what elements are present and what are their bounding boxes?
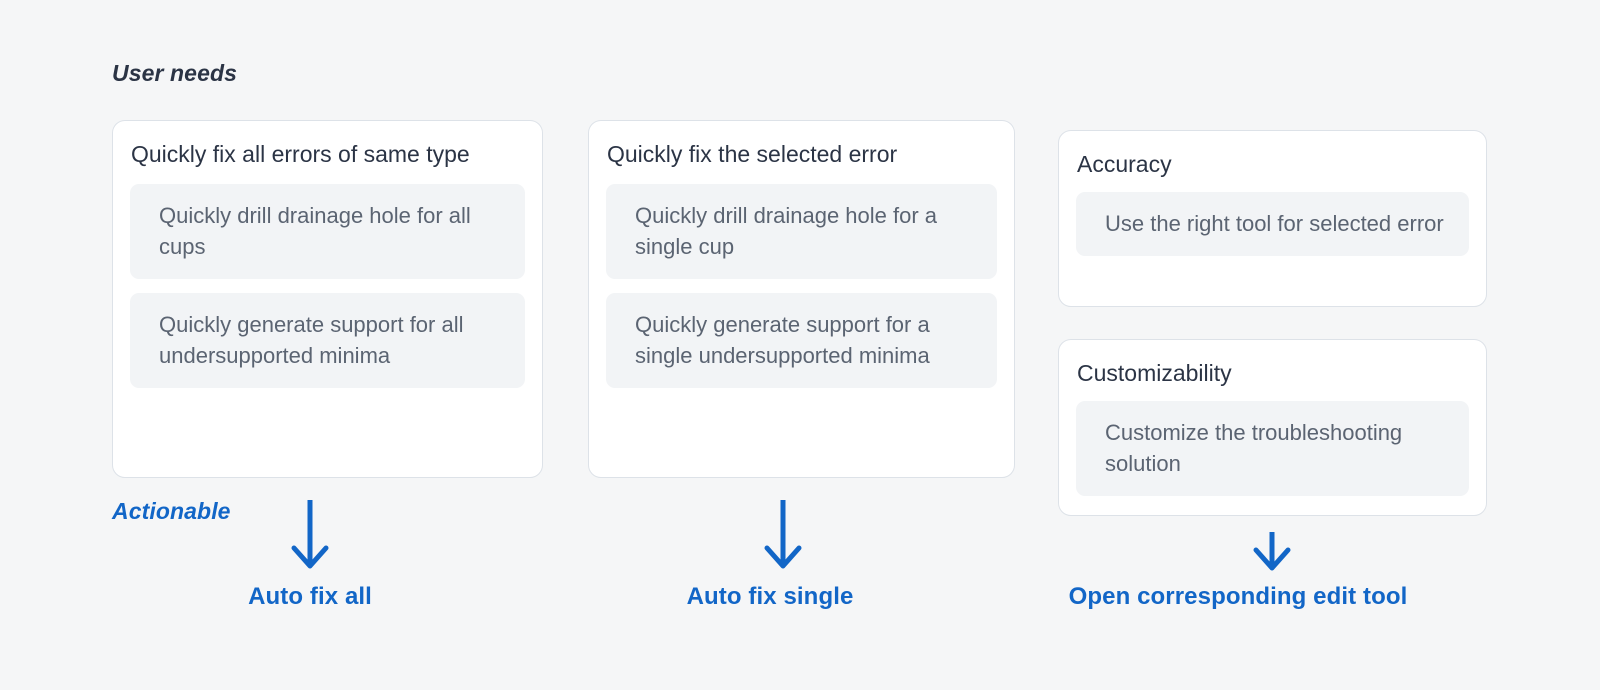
need-item[interactable]: Use the right tool for selected error — [1076, 192, 1469, 256]
row-label-user-needs: User needs — [112, 60, 238, 86]
card-customizability[interactable]: Customizability Customize the troublesho… — [1058, 339, 1487, 516]
row-label-actionable: Actionable — [112, 498, 231, 524]
card-title: Quickly fix all errors of same type — [131, 141, 470, 167]
need-item[interactable]: Quickly drill drainage hole for a single… — [606, 184, 997, 279]
need-item[interactable]: Customize the troubleshooting solution — [1076, 401, 1469, 496]
card-title: Customizability — [1077, 360, 1232, 386]
card-fix-all[interactable]: Quickly fix all errors of same type Quic… — [112, 120, 543, 478]
card-accuracy[interactable]: Accuracy Use the right tool for selected… — [1058, 130, 1487, 307]
card-title: Quickly fix the selected error — [607, 141, 898, 167]
need-item[interactable]: Quickly generate support for all undersu… — [130, 293, 525, 388]
card-fix-selected[interactable]: Quickly fix the selected error Quickly d… — [588, 120, 1015, 478]
arrow-down-icon — [764, 500, 802, 569]
arrow-down-icon — [291, 500, 329, 569]
outcome-label-auto-fix-single[interactable]: Auto fix single — [686, 583, 854, 610]
card-title: Accuracy — [1077, 151, 1172, 177]
need-item[interactable]: Quickly generate support for a single un… — [606, 293, 997, 388]
outcome-label-auto-fix-all[interactable]: Auto fix all — [248, 583, 372, 610]
need-item[interactable]: Quickly drill drainage hole for all cups — [130, 184, 525, 279]
outcome-label-open-edit-tool[interactable]: Open corresponding edit tool — [1068, 583, 1408, 610]
arrow-down-icon — [1253, 532, 1291, 571]
